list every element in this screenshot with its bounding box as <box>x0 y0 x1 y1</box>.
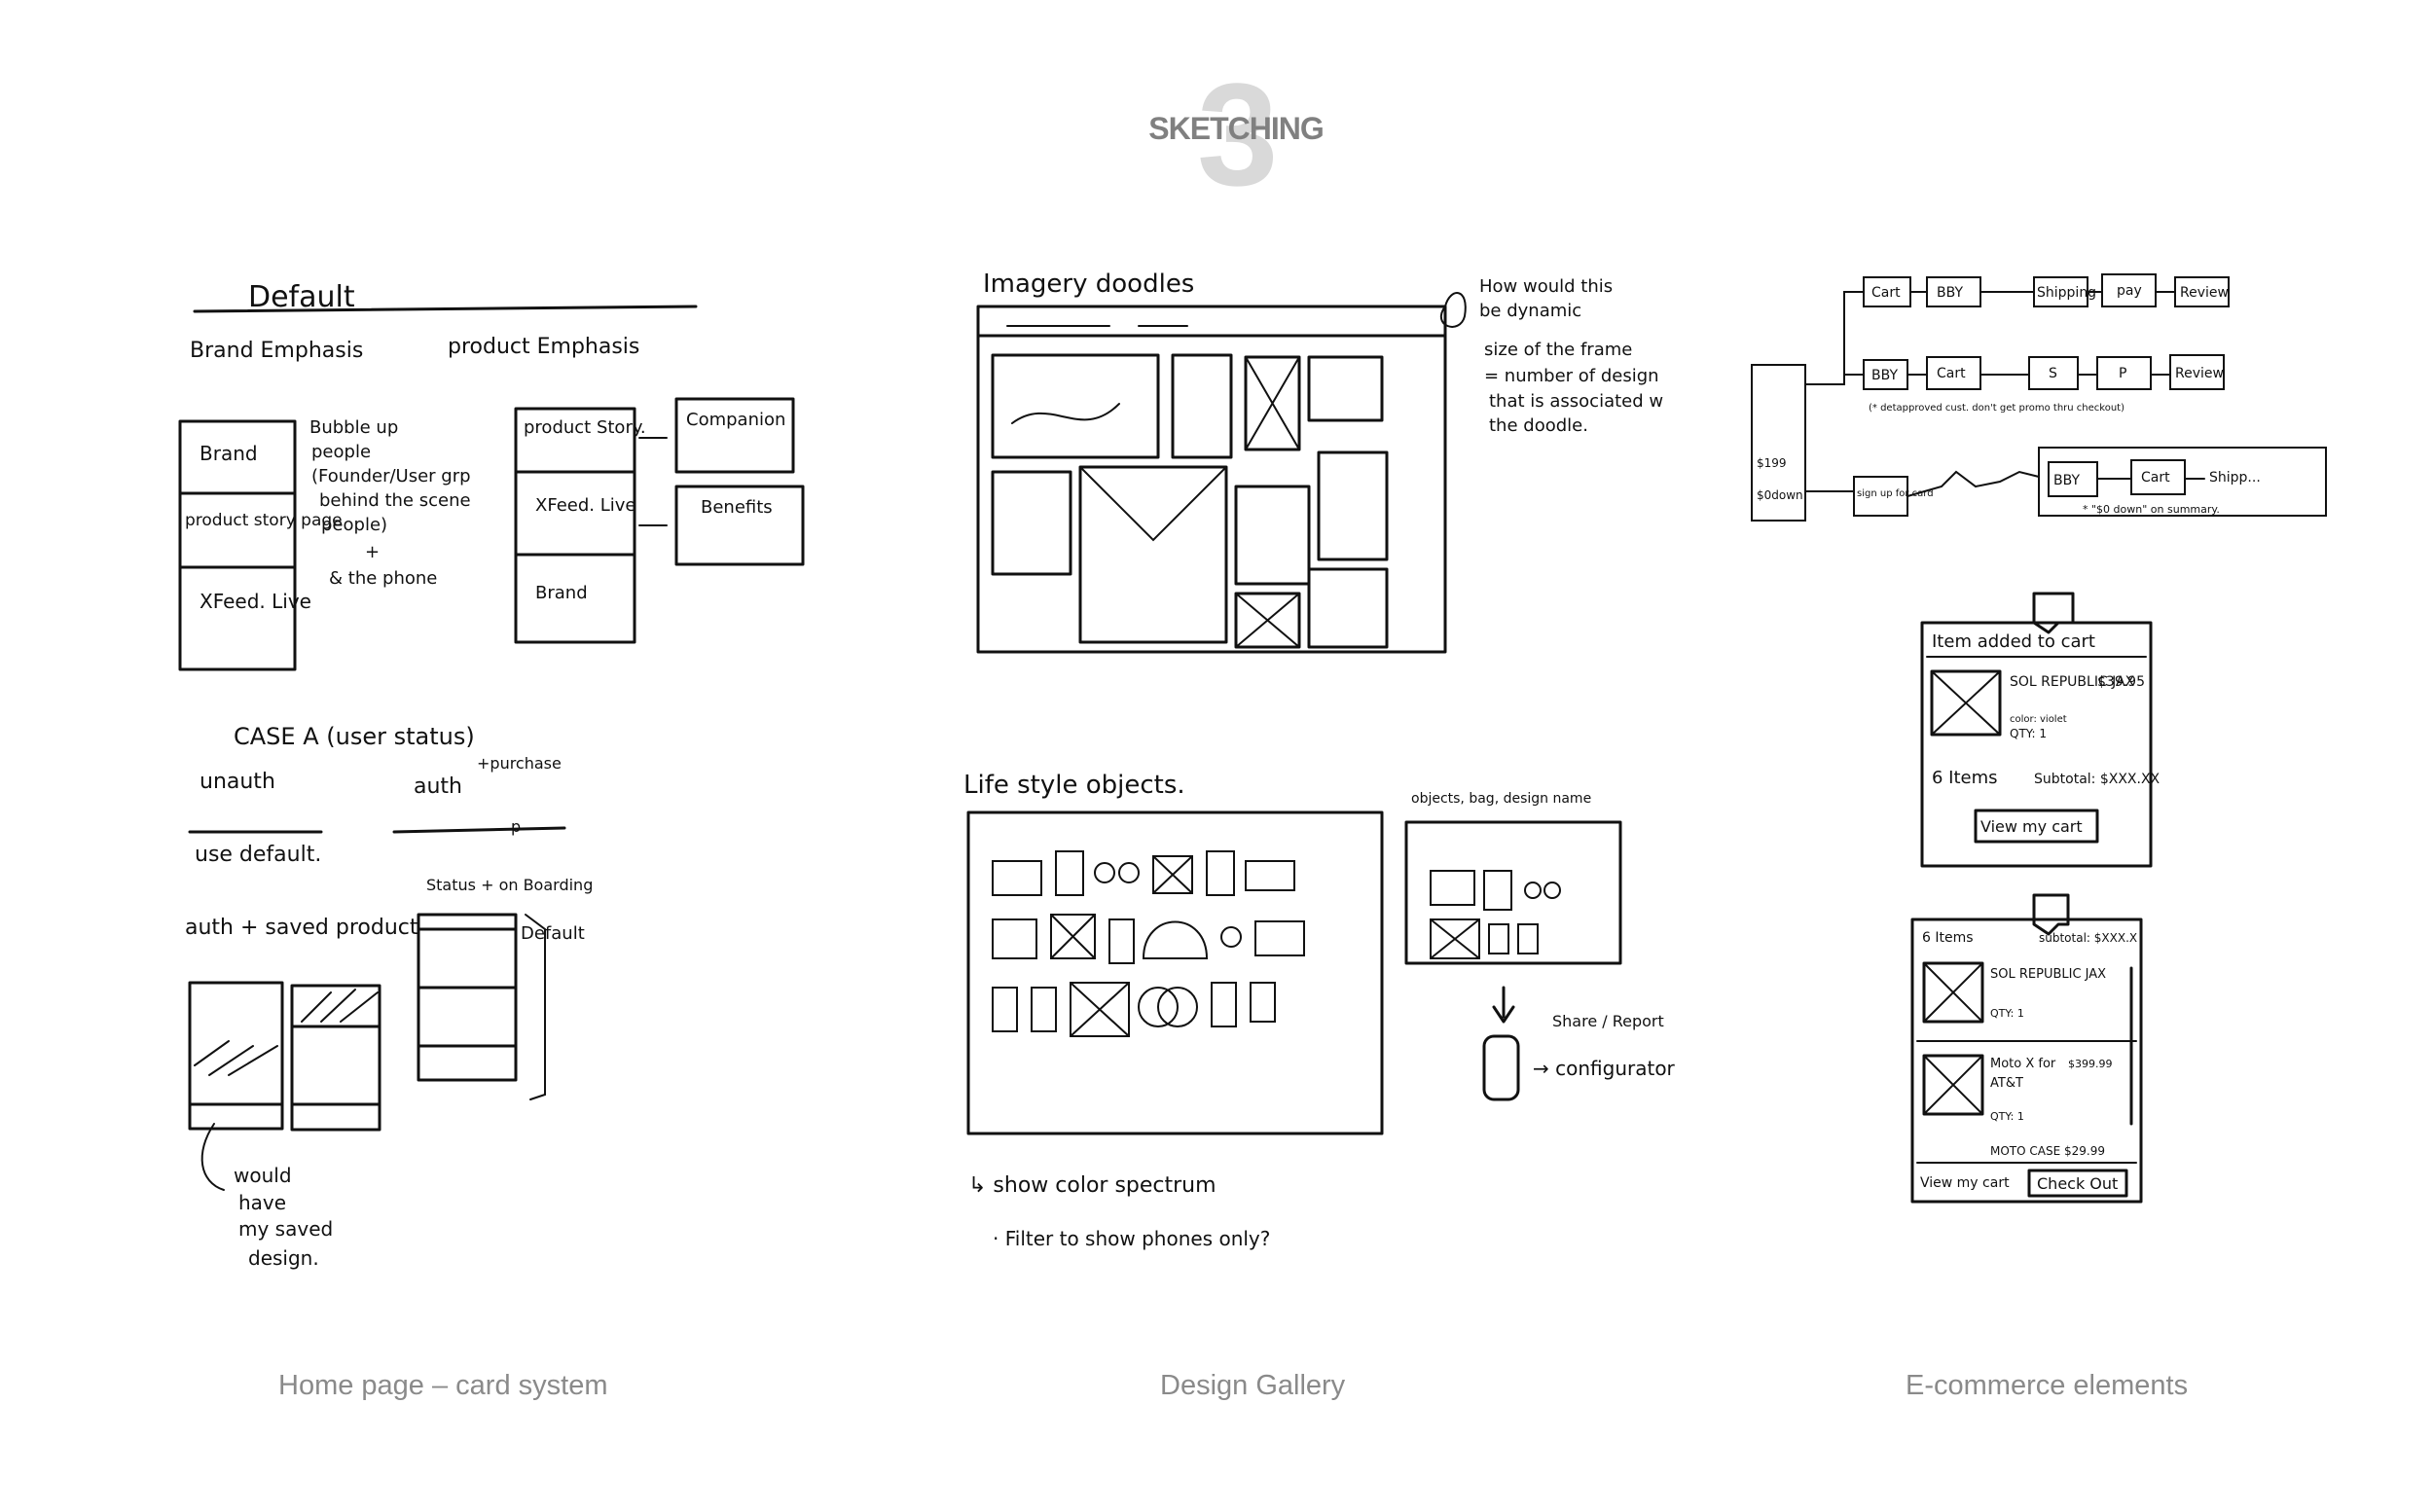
mini-moto-case: MOTO CASE $29.99 <box>1990 1144 2105 1158</box>
flow1-review: Review <box>2180 285 2229 301</box>
label-configurator: → configurator <box>1533 1057 1676 1080</box>
svg-text:behind the scene: behind the scene <box>319 490 471 511</box>
checkout-label: Check Out <box>2037 1174 2118 1193</box>
label-imagery: Imagery doodles <box>983 270 1194 299</box>
mini-product2: Moto X for <box>1990 1057 2056 1071</box>
dynamic-note: How would this be dynamic size of the fr… <box>1479 276 1663 436</box>
flow2-s: S <box>2049 366 2057 381</box>
cart-price: $39.95 <box>2097 674 2145 690</box>
label-share: Share / Report <box>1552 1012 1664 1030</box>
label-auth-saved: auth + saved product <box>185 916 418 940</box>
label-auth: auth <box>414 774 462 799</box>
svg-text:the doodle.: the doodle. <box>1489 415 1588 436</box>
label-lifestyle: Life style objects. <box>963 771 1185 800</box>
label-brand-emphasis: Brand Emphasis <box>190 339 363 363</box>
bubble-note: Bubble up people (Founder/User grp behin… <box>309 417 471 589</box>
flow2-p: P <box>2119 366 2126 381</box>
flow3-bby: BBY <box>2053 473 2080 488</box>
flow1-cart: Cart <box>1871 285 1901 301</box>
col2-brand: Brand <box>535 583 588 603</box>
mini-qty2: QTY: 1 <box>1990 1110 2024 1123</box>
label-purchase: +purchase <box>477 754 562 773</box>
col1-xfeed: XFeed. Live <box>200 590 311 613</box>
svg-text:Bubble up: Bubble up <box>309 417 398 438</box>
cart-items: 6 Items <box>1932 768 1998 788</box>
svg-text:people): people) <box>321 515 387 535</box>
svg-text:+: + <box>365 542 380 562</box>
gallery-sketch: Imagery doodles How would this be dynami… <box>934 248 1713 1304</box>
ecommerce-sketch-drawing: Cart BBY Shipping pay Review BBY Cart S … <box>1751 273 2327 1204</box>
svg-text:would: would <box>234 1164 292 1187</box>
svg-text:have: have <box>238 1191 286 1214</box>
svg-text:design.: design. <box>248 1246 319 1270</box>
mini-items: 6 Items <box>1922 930 1974 946</box>
flow2-bby: BBY <box>1871 368 1898 383</box>
label-status: Status + on Boarding <box>426 876 593 894</box>
cart-product: SOL REPUBLIC JAX <box>2010 674 2135 690</box>
svg-text:people: people <box>311 442 371 462</box>
label-use-default: use default. <box>195 843 321 867</box>
svg-text:& the phone: & the phone <box>329 568 437 589</box>
flow3-cart: Cart <box>2141 470 2170 486</box>
price-0down: $0down <box>1757 488 1803 502</box>
cart-color: color: violet <box>2010 714 2067 725</box>
flow1-pay: pay <box>2117 283 2142 299</box>
svg-text:How would this: How would this <box>1479 276 1613 297</box>
label-case: CASE A (user status) <box>234 723 475 750</box>
flow1-bby: BBY <box>1937 285 1963 301</box>
note-0down: * "$0 down" on summary. <box>2083 503 2220 516</box>
price-199: $199 <box>1757 456 1787 470</box>
svg-text:be dynamic: be dynamic <box>1479 301 1581 321</box>
checkout-button[interactable] <box>2027 1169 2128 1198</box>
lifestyle-objects <box>992 850 1305 1037</box>
ecommerce-sketch: Cart BBY Shipping pay Review BBY Cart S … <box>1747 248 2331 1304</box>
flow1-shipping: Shipping <box>2037 285 2096 301</box>
section-header: 3 SKETCHING <box>0 53 2433 216</box>
col1-brand: Brand <box>200 442 258 465</box>
col1-story: product story page <box>185 511 343 530</box>
mini-carrier: AT&T <box>1990 1076 2023 1091</box>
label-objects-note: objects, bag, design name <box>1411 791 1591 807</box>
caption-ecommerce: E-commerce elements <box>1906 1370 2189 1401</box>
cart-subtotal: Subtotal: $XXX.XX <box>2034 772 2161 787</box>
note-disapproved: (* detapproved cust. don't get promo thr… <box>1869 403 2124 414</box>
label-product-emphasis: product Emphasis <box>448 335 639 359</box>
col2-xfeed: XFeed. Live <box>535 495 635 516</box>
label-spectrum: ↳ show color spectrum <box>968 1173 1216 1198</box>
flow2-cart: Cart <box>1937 366 1966 381</box>
label-p: p <box>511 817 521 836</box>
view-cart-label: View my cart <box>1980 817 2083 836</box>
flow2-review: Review <box>2175 366 2224 381</box>
view-cart-button[interactable] <box>1974 809 2099 844</box>
cart-qty: QTY: 1 <box>2010 727 2047 740</box>
svg-text:= number of design: = number of design <box>1484 366 1659 386</box>
col2-story: product Story. <box>524 417 646 438</box>
signup-card: sign up for card <box>1857 488 1934 499</box>
mini-qty: QTY: 1 <box>1990 1007 2024 1020</box>
added-to-cart: Item added to cart <box>1932 631 2095 652</box>
caption-home: Home page – card system <box>278 1370 608 1401</box>
svg-text:(Founder/User grp: (Founder/User grp <box>311 466 471 486</box>
section-title: SKETCHING <box>1148 111 1324 146</box>
svg-text:size of the frame: size of the frame <box>1484 340 1632 360</box>
gallery-sketch-drawing: Imagery doodles How would this be dynami… <box>963 270 1676 1250</box>
home-sketch-drawing: Default Brand Emphasis product Emphasis … <box>178 280 805 1270</box>
col3-benefits: Benefits <box>701 497 773 518</box>
would-have-note: would have my saved design. <box>234 1164 333 1270</box>
svg-text:that is associated w: that is associated w <box>1489 391 1663 412</box>
label-filter: · Filter to show phones only? <box>993 1227 1270 1250</box>
home-card-sketch: Default Brand Emphasis product Emphasis … <box>156 248 856 1304</box>
label-unauth: unauth <box>200 770 275 794</box>
caption-gallery: Design Gallery <box>1160 1370 1346 1401</box>
flow3-shipping: Shipp... <box>2209 470 2261 486</box>
mini-subtotal: subtotal: $XXX.X <box>2039 931 2137 945</box>
col3-companion: Companion <box>686 410 785 430</box>
mini-view-cart[interactable]: View my cart <box>1920 1175 2010 1191</box>
mini-price2: $399.99 <box>2068 1058 2113 1070</box>
svg-text:my saved: my saved <box>238 1217 333 1241</box>
section-number: 3 <box>1197 53 1279 216</box>
mini-product: SOL REPUBLIC JAX <box>1990 967 2106 982</box>
label-default2: Default <box>521 923 585 944</box>
